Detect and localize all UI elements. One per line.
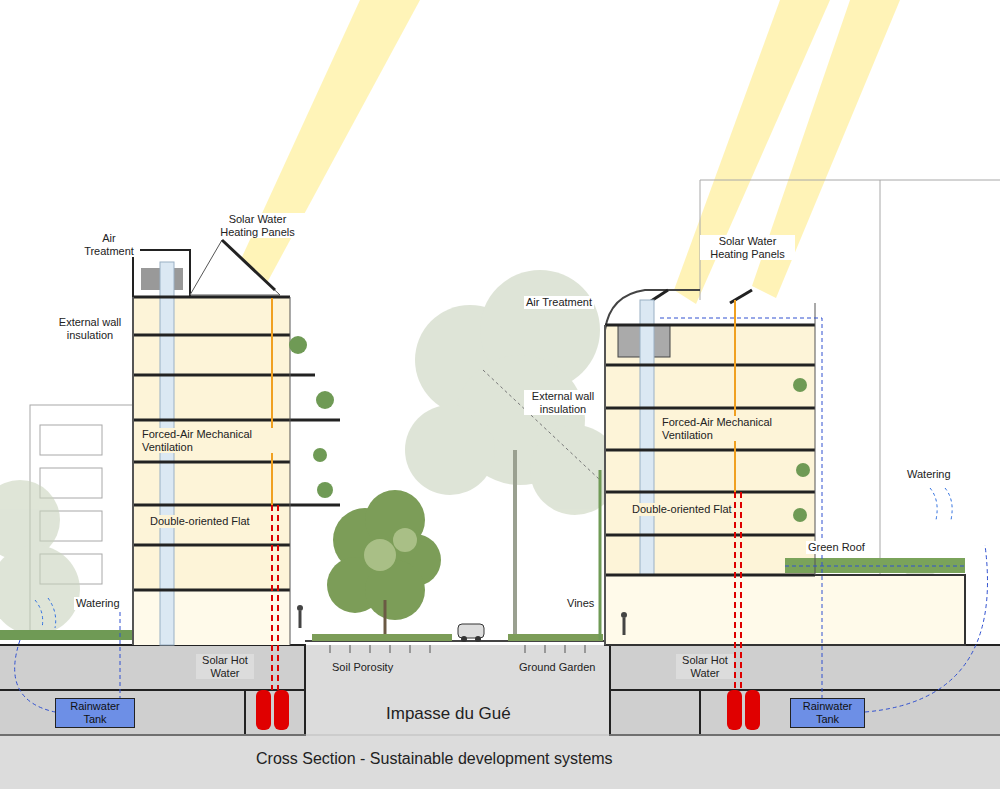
diagram-caption: Cross Section - Sustainable development …: [254, 750, 615, 768]
annotation-label: Green Roof: [806, 541, 867, 554]
annotation-label: Ground Garden: [517, 661, 597, 674]
annotation-label: Impasse du Gué: [384, 704, 513, 724]
right-building: [600, 290, 988, 730]
sun-rays: [236, 0, 900, 304]
annotation-label: Forced-Air Mechanical Ventilation: [660, 416, 798, 441]
annotation-label: Soil Porosity: [330, 661, 395, 674]
annotation-label: Forced-Air Mechanical Ventilation: [140, 428, 278, 453]
annotation-label: External wall insulation: [524, 390, 602, 415]
basement: [0, 645, 305, 735]
basement: [610, 645, 1000, 735]
rainwater-tank: Rainwater Tank: [55, 698, 135, 728]
tank-label: Rainwater Tank: [797, 700, 859, 725]
annotation-label: Double-oriented Flat: [148, 515, 252, 528]
annotation-label: Watering: [74, 597, 122, 610]
annotation-label: Solar Water Heating Panels: [210, 213, 305, 238]
annotation-label: External wall insulation: [50, 316, 130, 341]
left-building: [0, 240, 340, 730]
annotation-label: Solar Water Heating Panels: [700, 235, 795, 260]
annotation-label: Air Treatment: [524, 296, 594, 309]
annotation-label: Double-oriented Flat: [630, 503, 734, 516]
annotation-label: Watering: [905, 468, 953, 481]
tank-label: Rainwater Tank: [64, 700, 126, 725]
annotation-label: Solar Hot Water: [676, 654, 734, 679]
rainwater-tank: Rainwater Tank: [790, 698, 865, 728]
annotation-label: Vines: [565, 597, 596, 610]
annotation-label: Air Treatment: [78, 232, 140, 257]
annotation-label: Solar Hot Water: [196, 654, 254, 679]
street: [305, 370, 610, 653]
